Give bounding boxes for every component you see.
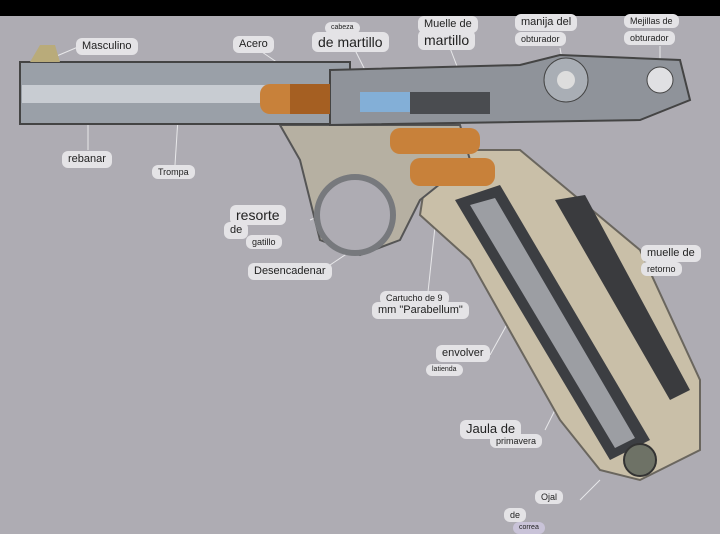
label-muelle-retorno-1: muelle de bbox=[641, 245, 701, 262]
label-muelle-retorno-2: retorno bbox=[641, 262, 682, 277]
label-mejillas-obturador: obturador bbox=[624, 31, 675, 46]
trigger-guard bbox=[314, 174, 396, 256]
label-correa: correa bbox=[513, 522, 545, 534]
label-masculino: Masculino bbox=[76, 38, 138, 55]
label-primavera: primavera bbox=[490, 434, 543, 449]
label-cartucho-2: mm "Parabellum" bbox=[372, 302, 469, 319]
top-bar bbox=[0, 0, 720, 16]
label-ojal-de: de bbox=[504, 508, 527, 523]
label-de-martillo: de martillo bbox=[312, 32, 389, 53]
barrel-and-toggle bbox=[19, 45, 692, 127]
cartridges bbox=[260, 84, 495, 186]
label-martillo: martillo bbox=[418, 30, 476, 51]
label-cartucho-1: Cartucho de 9 bbox=[380, 291, 449, 306]
label-gatillo: gatillo bbox=[246, 235, 282, 250]
grip bbox=[418, 149, 701, 482]
label-ojal: Ojal bbox=[535, 490, 564, 505]
label-manija-obturador: obturador bbox=[515, 32, 566, 47]
label-cabeza: cabeza bbox=[325, 22, 360, 35]
label-muelle-de: Muelle de bbox=[418, 16, 478, 33]
label-manija-del: manija del bbox=[515, 14, 578, 31]
label-trompa: Trompa bbox=[152, 165, 195, 180]
label-envolver: envolver bbox=[436, 345, 490, 362]
label-resorte-de: de bbox=[224, 222, 249, 239]
label-mejillas-de: Mejillas de bbox=[624, 14, 679, 29]
label-acero: Acero bbox=[233, 36, 274, 53]
label-latienda: latienda bbox=[426, 364, 463, 377]
label-resorte: resorte bbox=[230, 205, 286, 226]
label-desencadenar: Desencadenar bbox=[248, 263, 332, 280]
label-rebanar: rebanar bbox=[62, 151, 112, 168]
